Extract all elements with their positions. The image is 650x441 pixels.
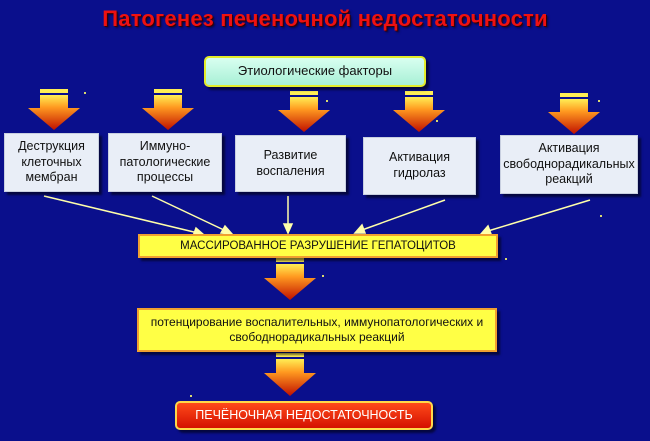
factor-hydrolases: Активация гидролаз bbox=[363, 137, 476, 195]
slide-title: Патогенез печеночной недостаточности bbox=[102, 6, 548, 31]
liver-failure-box: ПЕЧЁНОЧНАЯ НЕДОСТАТОЧНОСТЬ bbox=[175, 401, 433, 430]
factor-membrane-destruction: Деструкция клеточных мембран bbox=[4, 133, 99, 192]
decor-dot bbox=[598, 100, 600, 102]
thin-arrow-icon bbox=[282, 196, 294, 235]
decor-dot bbox=[505, 258, 507, 260]
block-arrow-icon bbox=[264, 258, 316, 300]
etiology-box: Этиологические факторы bbox=[204, 56, 426, 87]
block-arrow-icon bbox=[548, 93, 600, 134]
decor-dot bbox=[600, 215, 602, 217]
block-arrow-icon bbox=[278, 91, 330, 132]
decor-dot bbox=[436, 120, 438, 122]
block-arrow-icon bbox=[264, 353, 316, 396]
thin-arrow-icon bbox=[479, 199, 591, 235]
decor-dot bbox=[326, 100, 328, 102]
block-arrow-icon bbox=[28, 89, 80, 130]
block-arrow-icon bbox=[142, 89, 194, 130]
thin-arrow-icon bbox=[43, 195, 206, 237]
decor-dot bbox=[322, 275, 324, 277]
massive-destruction-box: МАССИРОВАННОЕ РАЗРУШЕНИЕ ГЕПАТОЦИТОВ bbox=[138, 234, 498, 258]
factor-free-radicals: Активация свободнорадикальных реакций bbox=[500, 135, 638, 194]
factor-immunopathological: Иммуно-патологические процессы bbox=[108, 133, 222, 192]
potentiation-box: потенцирование воспалительных, иммунопат… bbox=[137, 308, 497, 352]
decor-dot bbox=[190, 395, 192, 397]
thin-arrow-icon bbox=[353, 199, 446, 234]
decor-dot bbox=[84, 92, 86, 94]
thin-arrow-icon bbox=[151, 195, 234, 235]
block-arrow-icon bbox=[393, 91, 445, 132]
factor-inflammation: Развитие воспаления bbox=[235, 135, 346, 192]
